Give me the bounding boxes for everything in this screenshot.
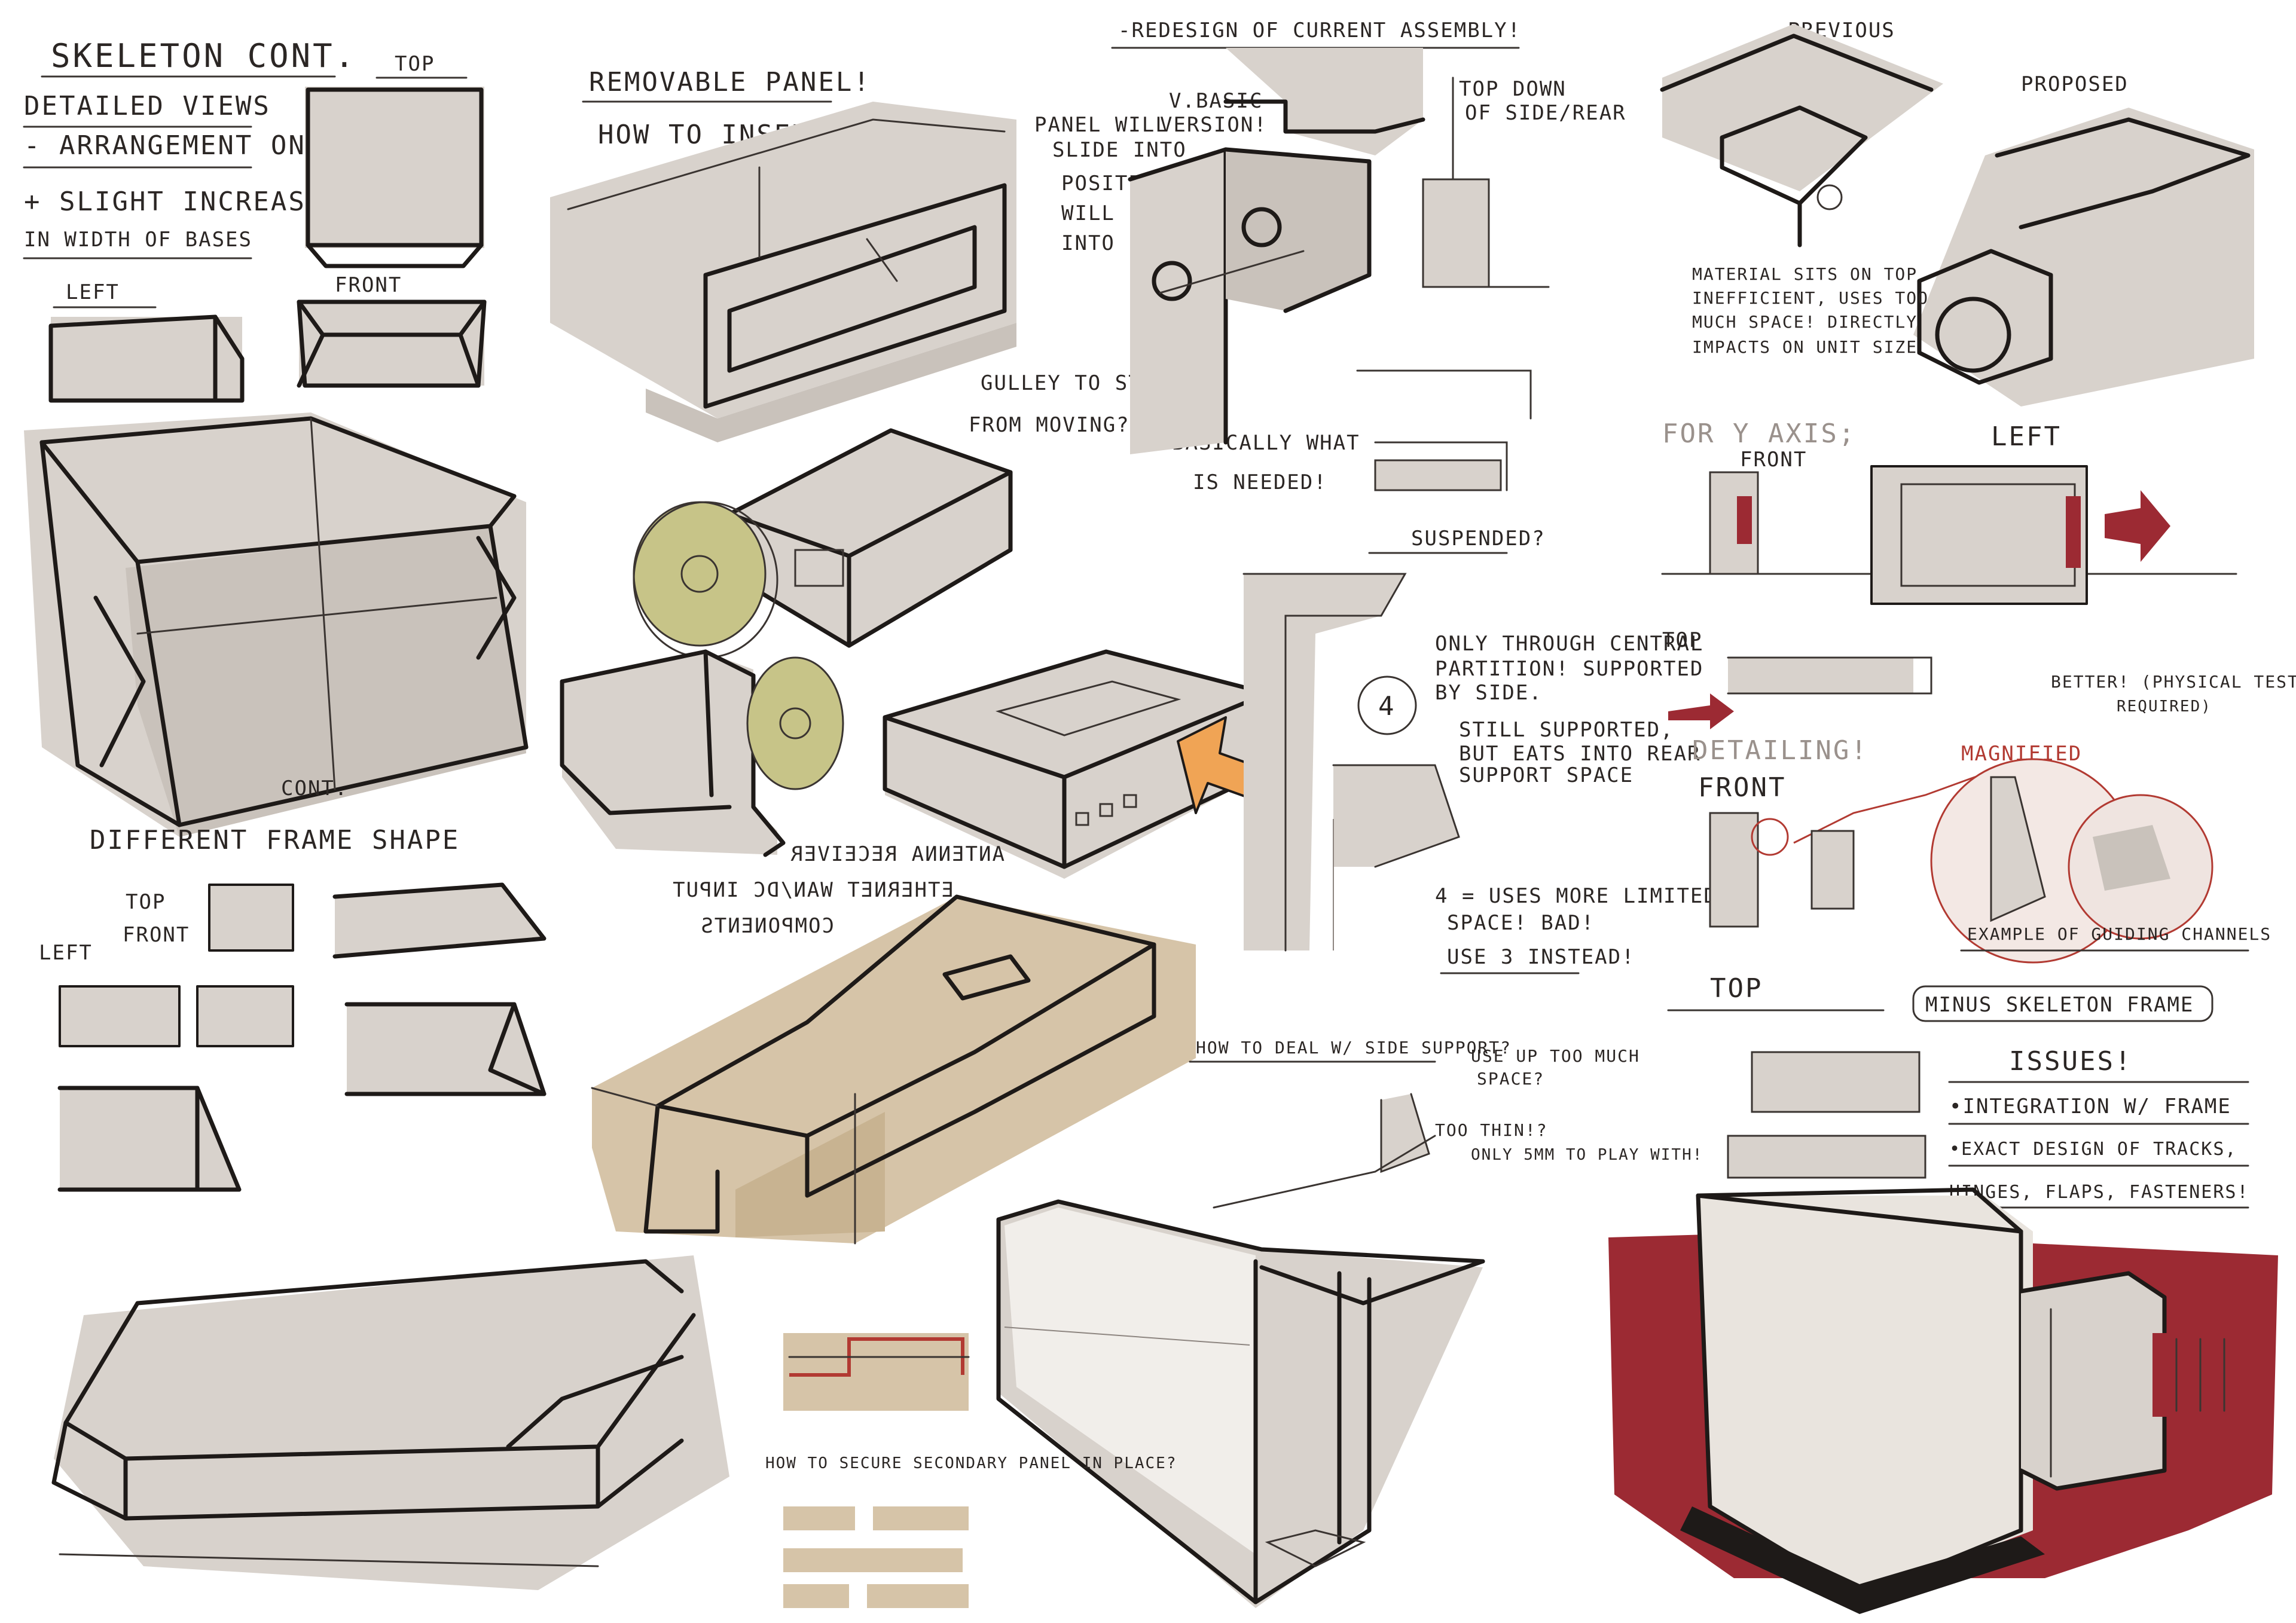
required-label: REQUIRED) [2117,698,2212,716]
detailing-block: DETAILING! FRONT MAGNIFIED EXAMPLE OF GU… [1667,735,2271,1022]
slight-increase-label: + SLIGHT INCREASE [24,187,323,217]
material-sits-label-1: MATERIAL SITS ON TOP [1692,264,1918,284]
skeleton-long-perspective [51,1255,729,1590]
red-tower-sketch [1608,1187,2278,1614]
too-thin-label: TOO THIN!? [1435,1120,1548,1140]
top-view-label: TOP [395,52,435,76]
material-sits-label-4: IMPACTS ON UNIT SIZE [1692,337,1918,357]
skeleton-perspective: CONT. [24,412,529,837]
only-through-label-3: BY SIDE. [1435,681,1543,705]
use-up-label-1: USE UP TOO MUCH [1471,1046,1640,1066]
issues-block: ISSUES! •INTEGRATION W/ FRAME •EXACT DES… [1727,1046,2249,1209]
skeleton-front-view: FRONT [297,273,487,388]
top-down-label: TOP DOWN [1459,77,1567,101]
still-supported-label-3: SUPPORT SPACE [1459,763,1634,787]
suspended-label: SUSPENDED? [1411,527,1546,551]
mirrored-note-2: ETHERNET WAN/DC INPUT [671,878,954,902]
front-view-label-3: FRONT [1740,448,1807,472]
uses-more-label-2: SPACE! BAD! [1447,911,1595,935]
how-to-secure-label: HOW TO SECURE SECONDARY PANEL IN PLACE? [765,1454,1177,1472]
skeleton-top-view: TOP [305,52,484,268]
top-view-label-4: TOP [1710,973,1763,1004]
front-view-label: FRONT [335,273,402,297]
integration-label: •INTEGRATION W/ FRAME [1949,1095,2231,1118]
is-needed-label: IS NEEDED! [1193,470,1327,494]
skeleton-left-view: LEFT [48,280,245,403]
skeleton-title: SKELETON CONT. [51,37,356,75]
issues-label: ISSUES! [2009,1046,2132,1077]
redesign-joint: -REDESIGN OF CURRENT ASSEMBLY! TOP DOWN … [1111,19,1626,491]
mirrored-notes: ANTENNA RECEIVER ETHERNET WAN/DC INPUT C… [671,842,1004,938]
top-view-label-3: TOP [1662,628,1702,652]
tan-block-sketch [591,894,1196,1245]
panel-will-label: PANEL WILL [1034,113,1169,137]
front-view-label-4: FRONT [1698,772,1786,803]
different-frame-block: DIFFERENT FRAME SHAPE TOP LEFT FRONT [39,825,546,1192]
detailing-label: DETAILING! [1692,735,1868,766]
detailed-views-label: DETAILED VIEWS [24,91,271,121]
mirrored-note-3: COMPONENTS [700,914,834,938]
partition-number-four: 4 [1378,691,1396,722]
exact-design-label: •EXACT DESIGN OF TRACKS, [1949,1139,2237,1160]
tower-sketch [996,1199,1485,1608]
side-support-sketch: HOW TO DEAL W/ SIDE SUPPORT? USE UP TOO … [1189,1038,1703,1209]
left-view-label-3: LEFT [1991,421,2062,452]
side-rear-label: OF SIDE/REAR [1465,101,1626,125]
material-sits-label-3: MUCH SPACE! DIRECTLY [1692,312,1918,332]
still-supported-label-1: STILL SUPPORTED, [1459,718,1674,742]
uses-more-label-1: 4 = USES MORE LIMITED [1435,884,1717,908]
example-guiding-label: EXAMPLE OF GUIDING CHANNELS [1967,924,2271,944]
use-up-label-2: SPACE? [1477,1069,1544,1089]
different-frame-label: DIFFERENT FRAME SHAPE [90,825,460,855]
only-through-label-2: PARTITION! SUPPORTED [1435,657,1703,681]
removable-panel-label: REMOVABLE PANEL! [589,67,871,97]
slide-into-label: SLIDE INTO [1052,138,1187,162]
still-supported-label-2: BUT EATS INTO REAR [1459,742,1700,766]
width-of-bases-label: IN WIDTH OF BASES [24,228,252,252]
redesign-label: -REDESIGN OF CURRENT ASSEMBLY! [1118,19,1521,42]
hinges-label: HINGES, FLAPS, FASTENERS! [1949,1182,2249,1203]
better-label: BETTER! (PHYSICAL TESTING [2051,672,2296,692]
from-moving-label: FROM MOVING? [969,413,1130,437]
version-label: VERSION! [1160,113,1268,137]
material-sits-label-2: INEFFICIENT, USES TOO [1692,288,1929,308]
previous-proposed-block: PREVIOUS PROPOSED MATERIAL SITS ON TOP I… [1660,19,2254,406]
cont-label: CONT. [281,777,348,800]
mirrored-note-1: ANTENNA RECEIVER [789,842,1004,866]
proposed-label: PROPOSED [2021,72,2129,96]
for-y-axis-label: FOR Y AXIS; [1662,418,1856,449]
secure-panel-sketch: HOW TO SECURE SECONDARY PANEL IN PLACE? [765,1333,1177,1608]
use-3-label: USE 3 INSTEAD! [1447,945,1635,969]
minus-skeleton-label: MINUS SKELETON FRAME [1925,993,2194,1017]
removable-panel-block: REMOVABLE PANEL! HOW TO INSERT? [550,67,1016,442]
disc-player-sketch-2 [560,649,844,857]
front-view-label-2: FRONT [123,923,190,947]
partition-section [1242,573,1460,952]
y-axis-block: FOR Y AXIS; FRONT LEFT TOP BETTER! (PHYS… [1661,418,2296,729]
only-through-label-1: ONLY THROUGH CENTRAL [1435,632,1703,656]
only-5mm-label: ONLY 5MM TO PLAY WITH! [1471,1146,1703,1164]
suspended-notes: SUSPENDED? ONLY THROUGH CENTRAL PARTITIO… [1357,527,1717,974]
left-view-label-2: LEFT [39,941,93,965]
skeleton-title-block: SKELETON CONT. DETAILED VIEWS - ARRANGEM… [23,37,356,259]
top-view-label-2: TOP [126,890,166,914]
disc-player-sketch-1 [633,428,1013,659]
arrangement-one-label: - ARRANGEMENT ONE [24,130,323,161]
how-to-deal-label: HOW TO DEAL W/ SIDE SUPPORT? [1196,1038,1512,1057]
left-view-label: LEFT [66,280,120,304]
